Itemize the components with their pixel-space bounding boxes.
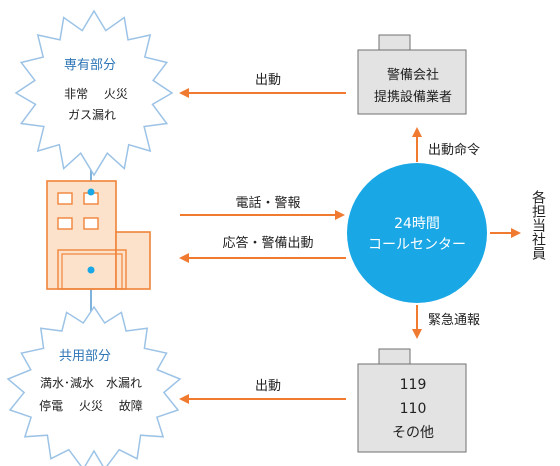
emergency-services-box: 119 110 その他 (357, 348, 467, 453)
response-dispatch-label: 応答・警備出動 (222, 235, 313, 251)
emergency-report-label: 緊急通報 (428, 313, 480, 328)
private-burst-shape (14, 9, 174, 177)
building-icon (46, 180, 151, 290)
staff-label: 各担当社員 (530, 190, 546, 260)
emergency-box-line1: 119 (400, 377, 427, 393)
common-area-line1: 満水･減水 水漏れ (40, 375, 142, 390)
call-center-line2: コールセンター (368, 237, 466, 253)
security-company-box: 警備会社 提携設備業者 (357, 34, 467, 115)
dispatch-bottom-label: 出動 (255, 379, 281, 394)
security-box-line1: 警備会社 (387, 67, 439, 83)
phone-alarm-label: 電話・警報 (235, 195, 300, 211)
emergency-box-line3: その他 (392, 425, 434, 441)
private-area-title: 専有部分 (64, 58, 116, 73)
call-center-circle: 24時間 コールセンター (347, 163, 487, 303)
security-box-line2: 提携設備業者 (374, 89, 452, 105)
dispatch-order-label: 出動命令 (428, 142, 480, 158)
dispatch-top-label: 出動 (255, 73, 281, 88)
emergency-box-line2: 110 (400, 401, 427, 417)
private-area-line2: ガス漏れ (68, 108, 116, 122)
private-area-burst: 専有部分 非常 火災 ガス漏れ (14, 9, 174, 177)
call-center-line1: 24時間 (394, 216, 440, 232)
private-area-line1: 非常 火災 (64, 87, 128, 101)
common-burst-shape (6, 305, 182, 466)
common-area-burst: 共用部分 満水･減水 水漏れ 停電 火災 故障 (6, 305, 182, 466)
common-area-title: 共用部分 (59, 349, 111, 364)
common-area-line2: 停電 火災 故障 (39, 398, 143, 413)
